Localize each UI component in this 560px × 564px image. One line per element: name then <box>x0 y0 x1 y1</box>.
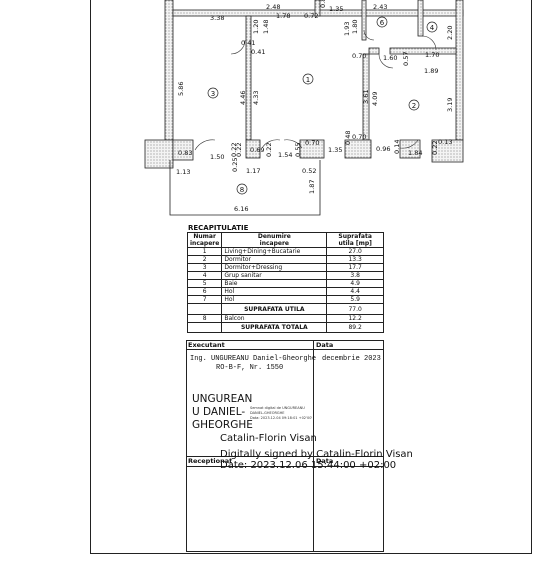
recap-title: RECAPITULATIE <box>188 224 249 232</box>
signature-divider-vertical <box>313 340 314 552</box>
dimension-labels: 2.48 1.78 0.72 0.80 1.35 2.43 3.38 1.20 … <box>176 0 454 213</box>
svg-text:1.20: 1.20 <box>252 20 260 34</box>
svg-text:2.48: 2.48 <box>266 3 280 11</box>
svg-text:1.17: 1.17 <box>246 167 260 175</box>
receptionat-label: Receptionat <box>188 457 233 465</box>
svg-text:3.19: 3.19 <box>446 98 454 112</box>
room-2-label: 2 <box>412 102 416 110</box>
svg-text:1.70: 1.70 <box>425 51 439 59</box>
room-1-label: 1 <box>306 76 310 84</box>
svg-text:1.89: 1.89 <box>424 67 438 75</box>
svg-text:1.80: 1.80 <box>351 20 359 34</box>
svg-text:1.87: 1.87 <box>308 180 316 194</box>
svg-text:2.43: 2.43 <box>373 3 387 11</box>
page-frame-bottom <box>90 553 532 554</box>
second-signer-date: Date: 2023.12.06 15:44:00 +02:00 <box>220 460 397 471</box>
signature-divider-mid2 <box>186 466 384 467</box>
svg-text:0.13: 0.13 <box>438 138 452 146</box>
engineer-name: Ing. UNGUREANU Daniel-Gheorghe <box>190 355 317 363</box>
data-label-2: Data <box>316 457 334 465</box>
balcony-outline <box>169 160 321 216</box>
signature-divider-mid <box>186 456 384 457</box>
second-signer-line: Digitally signed by Catalin-Florin Visan <box>220 449 413 460</box>
col-header-name: Denumire incapere <box>221 232 328 248</box>
svg-text:0.41: 0.41 <box>241 39 255 47</box>
svg-text:1.48: 1.48 <box>262 20 270 34</box>
svg-text:0.96: 0.96 <box>376 145 390 153</box>
svg-text:0.70: 0.70 <box>305 139 319 147</box>
svg-text:1.13: 1.13 <box>176 168 190 176</box>
svg-text:4.33: 4.33 <box>252 91 260 105</box>
svg-text:0.55: 0.55 <box>294 143 302 157</box>
svg-text:0.48: 0.48 <box>344 131 352 145</box>
page-frame-right <box>531 0 532 554</box>
data-label: Data <box>316 341 334 349</box>
svg-text:0.22: 0.22 <box>235 143 243 157</box>
svg-text:0.25: 0.25 <box>231 158 239 172</box>
room-3-label: 3 <box>211 90 215 98</box>
digital-signature-details: Semnat digital de UNGUREANU DANIEL-GHEOR… <box>250 406 313 420</box>
room-8-label: 8 <box>240 186 244 194</box>
svg-text:3.38: 3.38 <box>210 14 224 22</box>
svg-text:0.41: 0.41 <box>251 48 265 56</box>
svg-text:0.69: 0.69 <box>250 146 264 154</box>
svg-text:0.22: 0.22 <box>431 141 439 155</box>
svg-text:4.46: 4.46 <box>239 91 247 105</box>
recap-table: Numar incapere Denumire incapere Suprafa… <box>186 232 384 333</box>
registration-number: RO-B-F, Nr. 1550 <box>216 364 284 372</box>
svg-text:1.60: 1.60 <box>383 54 397 62</box>
svg-text:0.70: 0.70 <box>352 52 366 60</box>
svg-text:0.70: 0.70 <box>352 133 366 141</box>
document-date: decembrie 2023 <box>322 355 381 363</box>
svg-text:1.35: 1.35 <box>328 146 342 154</box>
svg-text:1.35: 1.35 <box>329 5 343 13</box>
svg-text:6.16: 6.16 <box>234 205 248 213</box>
col-header-nr: Numar incapere <box>186 232 223 248</box>
second-signer-name: Catalin-Florin Visan <box>220 433 317 444</box>
room-markers <box>207 16 438 195</box>
walls <box>144 0 464 169</box>
doors <box>194 29 437 151</box>
col-header-area: Suprafata utila [mp] <box>326 232 384 248</box>
room-6-label: 6 <box>380 19 385 27</box>
signature-block <box>186 340 384 552</box>
svg-text:1.84: 1.84 <box>408 149 422 157</box>
svg-text:0.83: 0.83 <box>178 149 192 157</box>
svg-text:2.20: 2.20 <box>446 26 454 40</box>
svg-text:3.61: 3.61 <box>362 90 370 104</box>
floor-plan: 1 2 3 4 6 8 2.48 1.78 0.72 0.80 1.35 2.4… <box>144 0 464 216</box>
svg-text:0.22: 0.22 <box>230 143 238 157</box>
svg-text:0.22: 0.22 <box>265 143 273 157</box>
svg-text:0.52: 0.52 <box>302 167 316 175</box>
svg-text:1.50: 1.50 <box>210 153 224 161</box>
svg-text:0.72: 0.72 <box>304 12 318 20</box>
digital-signature-name: UNGUREAN U DANIEL- GHEORGHE <box>192 393 253 431</box>
svg-text:1.78: 1.78 <box>276 12 290 20</box>
svg-text:5.86: 5.86 <box>177 82 185 96</box>
svg-text:0.80: 0.80 <box>319 0 327 8</box>
page-frame-left <box>90 0 91 554</box>
signature-divider-top <box>186 349 384 350</box>
svg-text:0.14: 0.14 <box>393 140 401 154</box>
executant-label: Executant <box>188 341 225 349</box>
svg-text:1.93: 1.93 <box>343 22 351 36</box>
svg-text:0.57: 0.57 <box>402 52 410 66</box>
room-4-label: 4 <box>430 24 435 32</box>
svg-text:1.54: 1.54 <box>278 151 292 159</box>
svg-text:4.09: 4.09 <box>371 92 379 106</box>
